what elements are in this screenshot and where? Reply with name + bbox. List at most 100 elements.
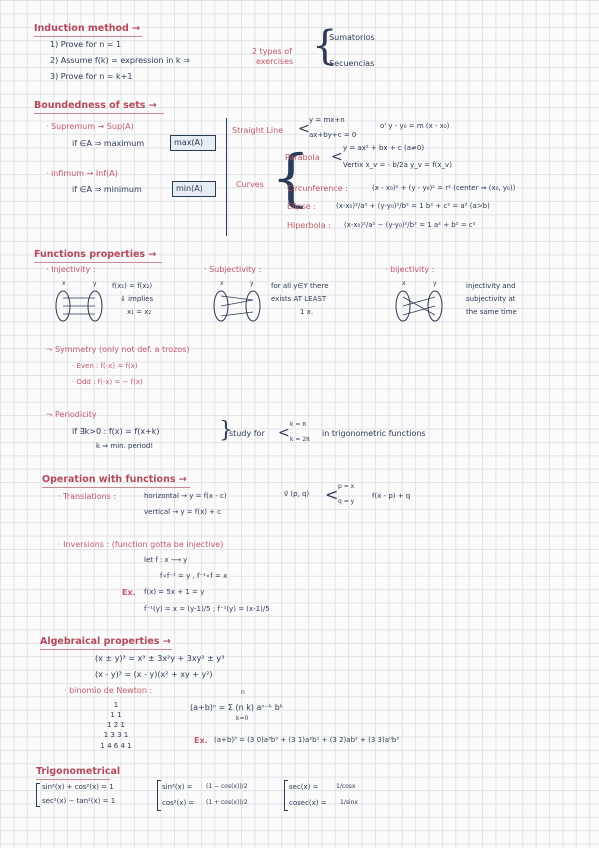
functions-underline [34, 262, 162, 263]
operations-title: Operation with functions → [42, 474, 187, 485]
line-eq-1: y = mx+n [309, 116, 345, 124]
pascal-row-4: 1 4 6 4 1 [100, 742, 132, 750]
injectivity-label: · Injectivity : [46, 265, 96, 274]
induction-step-2: 2) Assume f(k) = expression in k ⇒ [50, 56, 190, 65]
composition: f∘f⁻¹ = y , f⁻¹∘f = x [160, 572, 228, 580]
parabola-bracket: < [331, 149, 343, 165]
inj-x-label: x [62, 280, 66, 287]
circumference-label: Circunference : [287, 184, 348, 193]
example-label-2: Ex. [194, 736, 208, 745]
bracket-3-bottom [284, 810, 288, 811]
parabola-eq: y = ax² + bx + c (a≠0) [343, 144, 425, 152]
bracket-2-bottom [157, 810, 161, 811]
sub-line-1: for all y∈Y there [271, 282, 329, 290]
types-brace: { [312, 23, 338, 69]
inj-y-label: y [93, 280, 97, 287]
min-box [172, 181, 216, 197]
bijectivity-diagram [395, 290, 443, 322]
example-eq-2: f⁻¹(y) = x = (y-1)/5 ; f⁻¹(y) = (x-1)/5 [144, 605, 270, 613]
periodicity-eq: if ∃k>0 : f(x) = f(x+k) [72, 427, 160, 436]
pascal-row-1: 1 1 [110, 711, 122, 719]
translations-label: · Translations : [58, 492, 117, 501]
curves-brace: { [271, 141, 311, 214]
example-label-1: Ex. [122, 588, 136, 597]
trig-functions-note: in trigonometric functions [322, 429, 426, 438]
inj-equation: f(x₁) = f(x₂) [112, 282, 153, 290]
sub-line-3: 1 x. [300, 308, 314, 316]
sum-upper: n [241, 689, 245, 696]
max-label: max(A) [174, 138, 204, 147]
pascal-row-0: 1 [113, 701, 119, 709]
types-label-2: exercises [256, 57, 294, 66]
min-label: min(A) [176, 184, 203, 193]
sin-squared: sin²(x) = [162, 783, 193, 791]
circumference-eq: (x - x₀)² + (y - y₀)² = r² (center ⇒ (x₀… [372, 184, 516, 192]
cube-identity-2: (x - y)³ = (x - y)(x² + xy + y²) [95, 670, 213, 679]
inj-implies: ⇓ implies [120, 295, 154, 303]
hyperbola-label: Hiperbola : [287, 221, 331, 230]
subjectivity-label: · Subjectivity : [204, 265, 262, 274]
cosec-def: cosec(x) = [289, 799, 327, 807]
bracket-1-bottom [36, 806, 40, 807]
bij-line-1: injectivity and [466, 282, 516, 290]
sumatorios-option: · Sumatorios [324, 33, 375, 42]
curves-label: Curves [236, 180, 264, 189]
boundedness-underline [34, 113, 164, 114]
binomial-formula: (a+b)ⁿ = Σ (n k) aⁿ⁻ᵏ bᵏ [190, 703, 284, 712]
operations-underline [42, 487, 190, 488]
sub-x-label: x [220, 280, 224, 287]
cosec-formula: 1/sinx [340, 799, 358, 806]
pascal-row-2: 1 2 1 [107, 721, 125, 729]
binomial-example: (a+b)³ = (3 0)a³b⁰ + (3 1)a²b¹ + (3 2)ab… [214, 736, 400, 744]
trig-underline [36, 779, 110, 780]
horizontal-translation: horizontal → y = f(x - c) [144, 492, 227, 500]
q-equals-y: q = y [338, 498, 355, 505]
max-box [170, 135, 216, 151]
sub-line-2: exists AT LEAST [271, 295, 327, 303]
injectivity-diagram [55, 290, 103, 322]
bij-x-label: x [402, 280, 406, 287]
k-pi: k = π [290, 421, 306, 428]
bracket-2-top [157, 780, 161, 781]
types-label-1: 2 types of [252, 47, 292, 56]
inj-result: x₁ = x₂ [127, 308, 152, 316]
example-eq-1: f(x) = 5x + 1 = y [144, 588, 205, 596]
subjectivity-diagram [213, 290, 261, 322]
odd-label: · Odd : f(-x) = − f(x) [72, 378, 143, 386]
supremum-label: · Supremum → Sup(A) [46, 122, 134, 131]
pythagorean-identity: sin²(x) + cos²(x) = 1 [42, 783, 114, 791]
infimum-condition: if ∈A ⇒ minimum [72, 185, 142, 194]
even-label: · Even : f(-x) = f(x) [72, 362, 138, 370]
sub-y-label: y [250, 280, 254, 287]
divider-line [226, 118, 227, 236]
secuencias-option: · Secuencias [324, 59, 375, 68]
sum-lower: k=0 [236, 715, 249, 722]
cube-identity-1: (x ± y)³ = x³ ± 3x²y + 3xy² ± y³ [95, 654, 225, 663]
p-equals-x: p = x [338, 483, 355, 490]
periodicity-min: k ⇒ min. period! [96, 442, 154, 450]
point-slope-eq: o' y - y₀ = m (x - x₀) [380, 122, 450, 130]
sec-tan-identity: sec²(x) − tan²(x) = 1 [42, 797, 116, 805]
bracket-2-left [157, 780, 158, 811]
ellipse-eq: (x-x₀)²/a² + (y-y₀)²/b² = 1 b² + c² = a²… [336, 202, 490, 210]
sec-def: sec(x) = [289, 783, 319, 791]
bij-line-3: the same time [466, 308, 517, 316]
algebraic-underline [40, 649, 172, 650]
periodicity-brace: } [219, 418, 233, 443]
induction-step-3: 3) Prove for n = k+1 [50, 72, 133, 81]
vector-label: v⃗ (p, q) [284, 490, 310, 498]
cos-squared-formula: (1 + cos(x))/2 [206, 799, 248, 806]
bij-y-label: y [433, 280, 437, 287]
bracket-3-left [284, 780, 285, 811]
algebraic-title: Algebraical properties → [40, 636, 171, 647]
bij-line-2: subjectivity at [466, 295, 516, 303]
cos-squared: cos²(x) = [162, 799, 195, 807]
boundedness-title: Boundedness of sets → [34, 100, 157, 111]
bracket-1-top [36, 783, 40, 784]
periodicity-label: ⤳ Periodicity [46, 410, 97, 419]
parabola-label: Parabola [285, 153, 320, 162]
vector-bracket: < [325, 485, 339, 504]
induction-title: Induction method → [34, 23, 141, 34]
induction-step-1: 1) Prove for n = 1 [50, 40, 122, 49]
vector-result: f(x - p) + q [372, 492, 411, 500]
